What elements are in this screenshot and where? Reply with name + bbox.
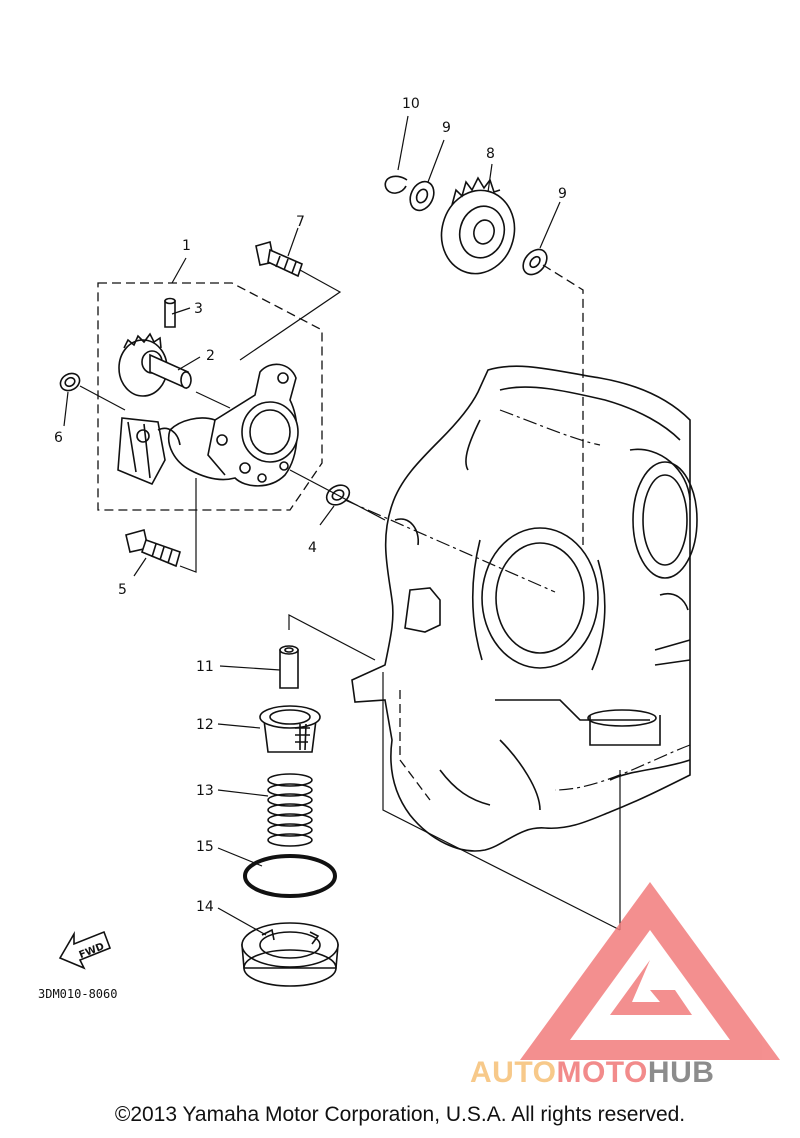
callout-1: 1	[182, 238, 191, 254]
callout-leaders	[63, 115, 561, 936]
spring	[267, 773, 313, 847]
copyright-notice: ©2013 Yamaha Motor Corporation, U.S.A. A…	[114, 1103, 686, 1126]
loose-parts	[59, 175, 548, 987]
callout-15: 15	[196, 839, 214, 855]
callout-5: 5	[118, 582, 127, 598]
callout-14: 14	[196, 899, 214, 915]
callout-13: 13	[196, 783, 214, 799]
watermark-brand-text: AUTOMOTOHUB	[470, 1056, 792, 1092]
callout-9-upper: 9	[442, 120, 451, 136]
fwd-arrow-icon: FWD	[58, 930, 112, 970]
callout-11: 11	[196, 659, 214, 675]
diagram-part-code: 3DM010-8060	[38, 987, 117, 1001]
callout-8: 8	[486, 146, 495, 162]
callout-4: 4	[308, 540, 317, 556]
callout-12: 12	[196, 717, 214, 733]
callout-9-right: 9	[558, 186, 567, 202]
brand-part-hub: HUB	[647, 1056, 715, 1089]
oil-pump-assembly	[97, 282, 323, 511]
callout-2: 2	[206, 348, 215, 364]
crankcase-drawing	[351, 365, 698, 852]
brand-part-moto: MOTO	[556, 1056, 648, 1089]
alignment-lines	[79, 264, 621, 931]
callout-labels: 1 2 3 4 5 6 7 8 9 9 10 11 12 13 15 14	[54, 96, 567, 915]
brand-part-auto: AUTO	[470, 1056, 557, 1089]
callout-7: 7	[296, 214, 305, 230]
watermark-logo	[520, 882, 780, 1060]
callout-6: 6	[54, 430, 63, 446]
callout-10: 10	[402, 96, 420, 112]
callout-3: 3	[194, 301, 203, 317]
